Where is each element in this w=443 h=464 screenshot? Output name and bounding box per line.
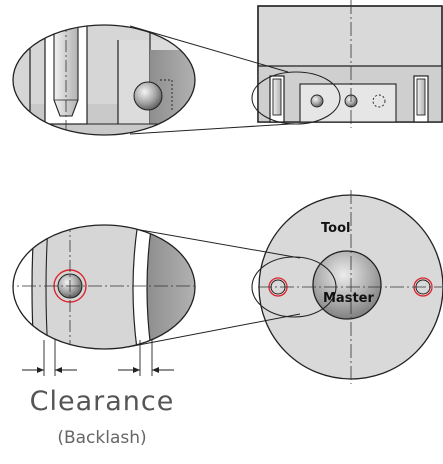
clearance-dimension-left [22, 340, 77, 376]
caption-title: Clearance [29, 386, 175, 417]
top-view-disc [258, 190, 443, 384]
caption-subtitle: (Backlash) [57, 428, 147, 448]
bottom-zoom-view [12, 224, 196, 350]
top-zoom-connector [129, 25, 291, 135]
side-view-body [257, 0, 443, 128]
side-view-focus-ellipse [251, 71, 341, 125]
bottom-zoom-connector [117, 225, 301, 348]
clearance-dimension-right [118, 340, 174, 376]
top-zoom-view [12, 24, 196, 136]
tool-label: Tool [321, 221, 350, 236]
master-label: Master [323, 291, 374, 306]
